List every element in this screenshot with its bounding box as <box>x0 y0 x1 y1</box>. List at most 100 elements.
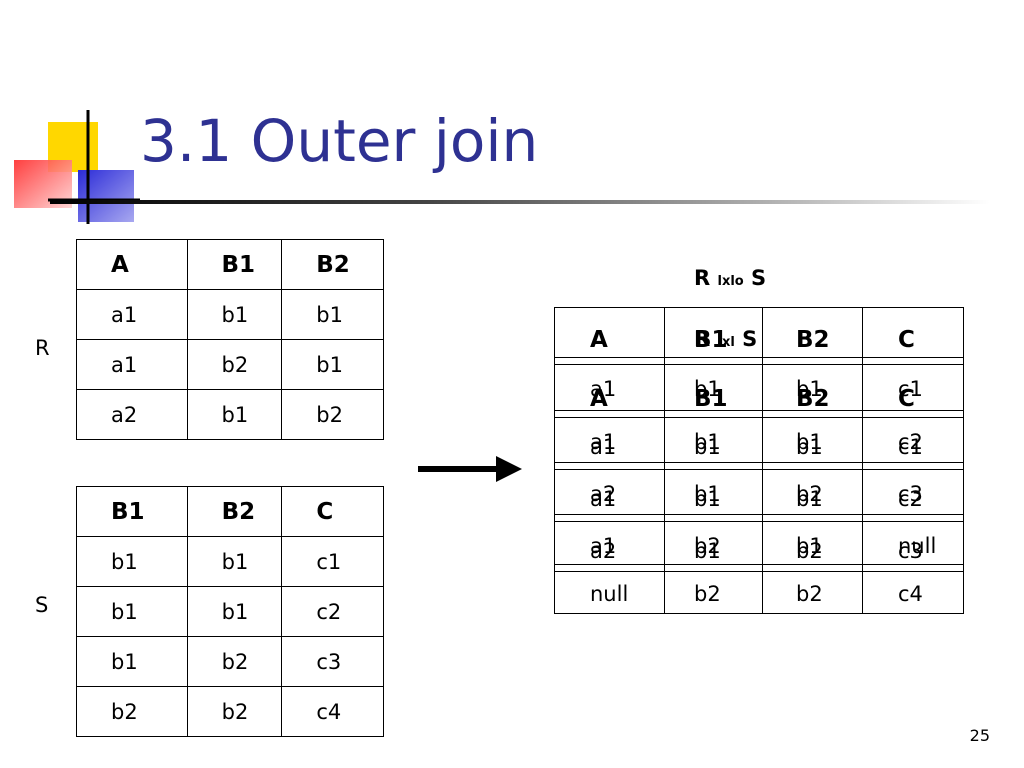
column-header: B1 <box>76 486 188 537</box>
column-header: B2 <box>796 327 830 353</box>
table-cell: b1 <box>796 534 823 558</box>
table-row: a2 b1 b2 c3 <box>554 469 964 519</box>
table-cell: b1 <box>76 536 188 587</box>
result-title: R lxlo S <box>694 266 766 290</box>
table-row: b1 b1 c1 <box>76 536 384 587</box>
table-cell: c4 <box>281 686 384 737</box>
column-header: A <box>590 386 608 412</box>
relation-s-label: S <box>35 593 49 617</box>
table-cell: a1 <box>590 430 617 454</box>
table-cell: c3 <box>281 636 384 687</box>
table-cell: null <box>590 582 629 606</box>
ghost-title-left: R <box>694 327 711 351</box>
table-cell: b2 <box>186 686 283 737</box>
table-cell: b2 <box>694 534 721 558</box>
table-row: a2 b1 b2 c3 <box>554 526 964 576</box>
table-cell: c1 <box>898 377 923 401</box>
table-cell: c1 <box>281 536 384 587</box>
column-header: B1 <box>694 327 728 353</box>
column-header: A <box>590 327 608 353</box>
table-header-row: A B1 B2 C <box>554 374 964 424</box>
table-cell: b1 <box>796 435 823 459</box>
column-header: B1 <box>694 386 728 412</box>
table-cell: b1 <box>694 377 721 401</box>
title-divider <box>50 200 990 204</box>
table-row: null b2 b2 c4 <box>554 569 964 619</box>
table-cell: a2 <box>590 539 617 563</box>
table-cell: c1 <box>898 435 923 459</box>
slide-logo <box>14 110 140 224</box>
table-cell: b1 <box>76 636 188 687</box>
relation-r-table: A B1 B2 a1 b1 b1 a1 b2 b1 a2 b1 b2 <box>76 239 384 440</box>
table-row: a1 b2 b1 <box>76 339 384 390</box>
column-header: B1 <box>186 239 283 290</box>
result-title-left: R <box>694 266 711 290</box>
outer-join-result-table: A B1 B2 C a1 b1 b1 c1 a1 b1 b1 c2 a2 b1 … <box>554 307 964 614</box>
table-cell: b1 <box>281 289 384 340</box>
table-cell: b2 <box>796 582 823 606</box>
table-row: a1 b1 b1 c2 <box>554 417 964 467</box>
table-cell: b1 <box>186 389 283 440</box>
table-cell: b2 <box>281 389 384 440</box>
table-cell: c3 <box>898 482 923 506</box>
table-cell: c3 <box>898 539 923 563</box>
table-cell: b1 <box>796 487 823 511</box>
table-cell: a1 <box>590 534 617 558</box>
table-cell: b1 <box>186 289 283 340</box>
table-row: a1 b1 b1 c2 <box>554 474 964 524</box>
result-title-right: S <box>751 266 767 290</box>
column-header: B2 <box>186 486 283 537</box>
join-operator: lxl <box>717 335 735 350</box>
table-cell: c4 <box>898 582 923 606</box>
table-row: b1 b1 c2 <box>76 586 384 637</box>
table-cell: c2 <box>898 487 923 511</box>
table-cell: null <box>898 534 937 558</box>
table-cell: c2 <box>281 586 384 637</box>
column-header: B2 <box>281 239 384 290</box>
table-cell: a1 <box>590 377 617 401</box>
table-cell: b2 <box>796 539 823 563</box>
table-header-row: A B1 B2 <box>76 239 384 290</box>
table-cell: a2 <box>76 389 188 440</box>
table-row: a1 b1 b1 c1 <box>554 364 964 414</box>
table-header-row: B1 B2 C <box>76 486 384 537</box>
table-cell: b1 <box>186 536 283 587</box>
table-cell: b1 <box>694 487 721 511</box>
page-number: 25 <box>969 726 990 745</box>
relation-r-label: R <box>35 336 50 360</box>
table-cell: b1 <box>796 377 823 401</box>
relation-s-table: B1 B2 C b1 b1 c1 b1 b1 c2 b1 b2 c3 b2 b2… <box>76 486 384 737</box>
column-header: A <box>76 239 188 290</box>
table-cell: b2 <box>694 582 721 606</box>
table-row: b1 b2 c3 <box>76 636 384 687</box>
table-cell: b1 <box>694 435 721 459</box>
column-header: B2 <box>796 386 830 412</box>
ghost-join-table: A B1 B2 C a1 b1 b1 c1 a1 b1 b1 c2 a2 b1 … <box>554 372 964 572</box>
table-cell: b1 <box>186 586 283 637</box>
table-row: a1 b1 b1 <box>76 289 384 340</box>
slide-title: 3.1 Outer join <box>140 107 539 175</box>
column-header: C <box>281 486 384 537</box>
table-cell: a1 <box>76 289 188 340</box>
table-cell: a1 <box>76 339 188 390</box>
table-cell: b1 <box>796 430 823 454</box>
table-header-row: A B1 B2 C <box>554 315 964 365</box>
table-cell: b1 <box>694 482 721 506</box>
table-cell: b2 <box>76 686 188 737</box>
table-row: a1 b1 b1 c1 <box>554 422 964 472</box>
table-cell: b2 <box>186 636 283 687</box>
table-cell: a2 <box>590 482 617 506</box>
column-header: C <box>898 386 915 412</box>
table-cell: b1 <box>281 339 384 390</box>
column-header: C <box>898 327 915 353</box>
table-cell: b1 <box>76 586 188 637</box>
outer-join-operator: lxlo <box>717 274 744 289</box>
table-cell: b1 <box>694 430 721 454</box>
ghost-join-title: R lxl S <box>694 327 757 351</box>
table-row: b2 b2 c4 <box>76 686 384 737</box>
table-cell: b1 <box>694 539 721 563</box>
right-arrow-icon <box>418 456 522 482</box>
table-cell: b2 <box>186 339 283 390</box>
table-cell: a1 <box>590 487 617 511</box>
table-cell: a1 <box>590 435 617 459</box>
